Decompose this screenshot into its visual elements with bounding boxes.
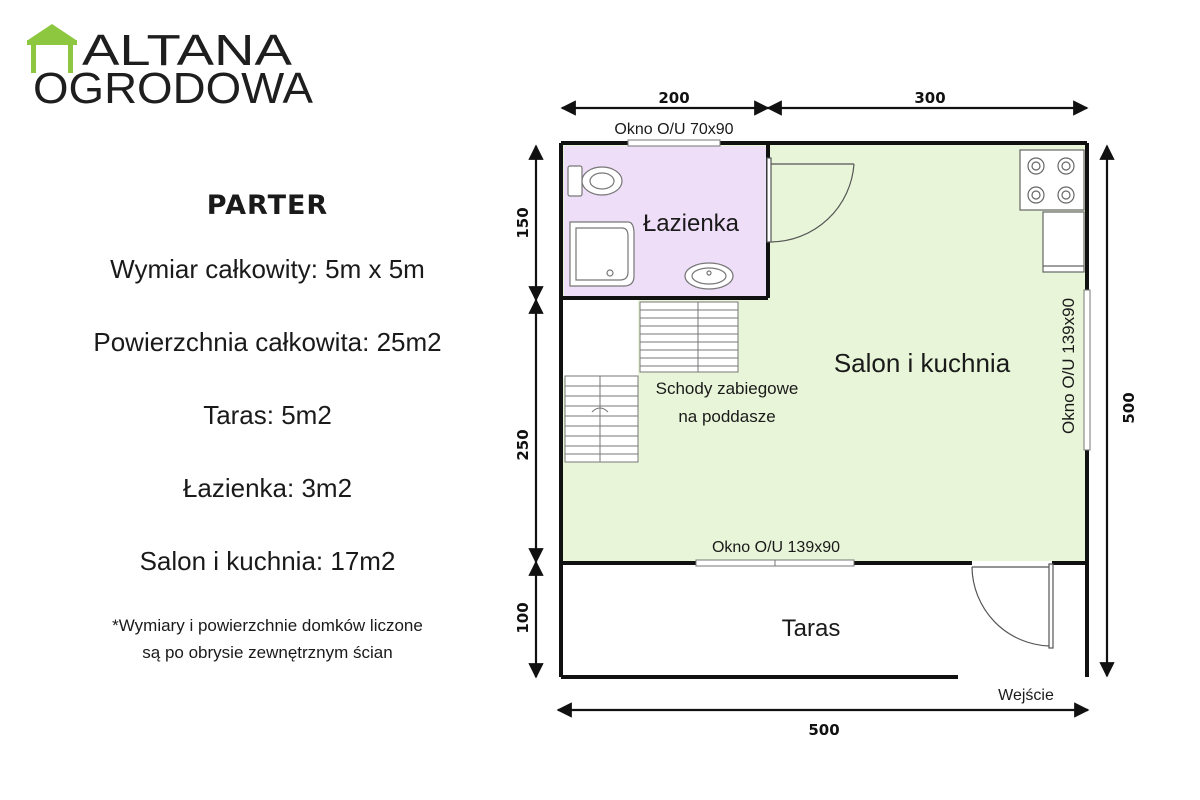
info-panel: PARTER Wymiar całkowity: 5m x 5m Powierz… xyxy=(40,190,495,666)
window-bottom xyxy=(695,559,855,567)
brand-line-1: ALTANA xyxy=(82,26,293,75)
stairs-label-line-2: na poddasze xyxy=(678,407,775,426)
window-top xyxy=(627,139,721,147)
shower-icon xyxy=(569,221,635,287)
window-label-bottom: Okno O/U 139x90 xyxy=(712,539,840,556)
dim-top-right: 300 xyxy=(914,89,945,107)
stat-bathroom-area: Łazienka: 3m2 xyxy=(182,473,353,503)
dim-right: 500 xyxy=(1120,392,1138,423)
room-label-bathroom: Łazienka xyxy=(643,210,740,237)
window-label-top: Okno O/U 70x90 xyxy=(614,121,733,138)
kitchen-stove xyxy=(1019,149,1085,211)
stat-living-area: Salon i kuchnia: 17m2 xyxy=(139,546,396,576)
bathroom-door xyxy=(766,157,855,243)
floor-plan: 200 300 500 500 150 250 100 Łazienka Sal… xyxy=(514,89,1138,739)
dim-left-mid: 250 xyxy=(514,429,532,460)
stat-total-size: Wymiar całkowity: 5m x 5m xyxy=(110,254,425,284)
dim-bottom: 500 xyxy=(808,721,839,739)
toilet-icon xyxy=(567,165,623,197)
sink-icon xyxy=(684,262,734,290)
kitchen-counter xyxy=(1042,211,1085,273)
stairs-label-line-1: Schody zabiegowe xyxy=(656,379,799,398)
stairs xyxy=(564,301,739,463)
stat-total-area: Powierzchnia całkowita: 25m2 xyxy=(93,327,442,357)
room-label-terrace: Taras xyxy=(782,615,841,642)
dim-left-top: 150 xyxy=(514,207,532,238)
brand-line-2: OGRODOWA xyxy=(33,64,314,113)
dim-top-left: 200 xyxy=(658,89,689,107)
window-label-right: Okno O/U 139x90 xyxy=(1059,298,1078,434)
dim-left-bottom: 100 xyxy=(514,602,532,633)
footnote: *Wymiary i powierzchnie domków liczone s… xyxy=(40,612,495,666)
window-right xyxy=(1083,289,1091,451)
room-label-living: Salon i kuchnia xyxy=(834,348,1011,378)
footnote-line-2: są po obrysie zewnętrznym ścian xyxy=(142,643,393,662)
floor-title: PARTER xyxy=(206,190,329,221)
stat-terrace-area: Taras: 5m2 xyxy=(203,400,332,430)
gazebo-icon xyxy=(27,24,77,73)
brand-logo: ALTANA OGRODOWA xyxy=(27,24,314,113)
entrance-door xyxy=(971,561,1054,649)
footnote-line-1: *Wymiary i powierzchnie domków liczone xyxy=(112,616,423,635)
entrance-label: Wejście xyxy=(998,687,1054,704)
stair-zone xyxy=(562,299,638,379)
dimension-lines xyxy=(528,100,1115,718)
